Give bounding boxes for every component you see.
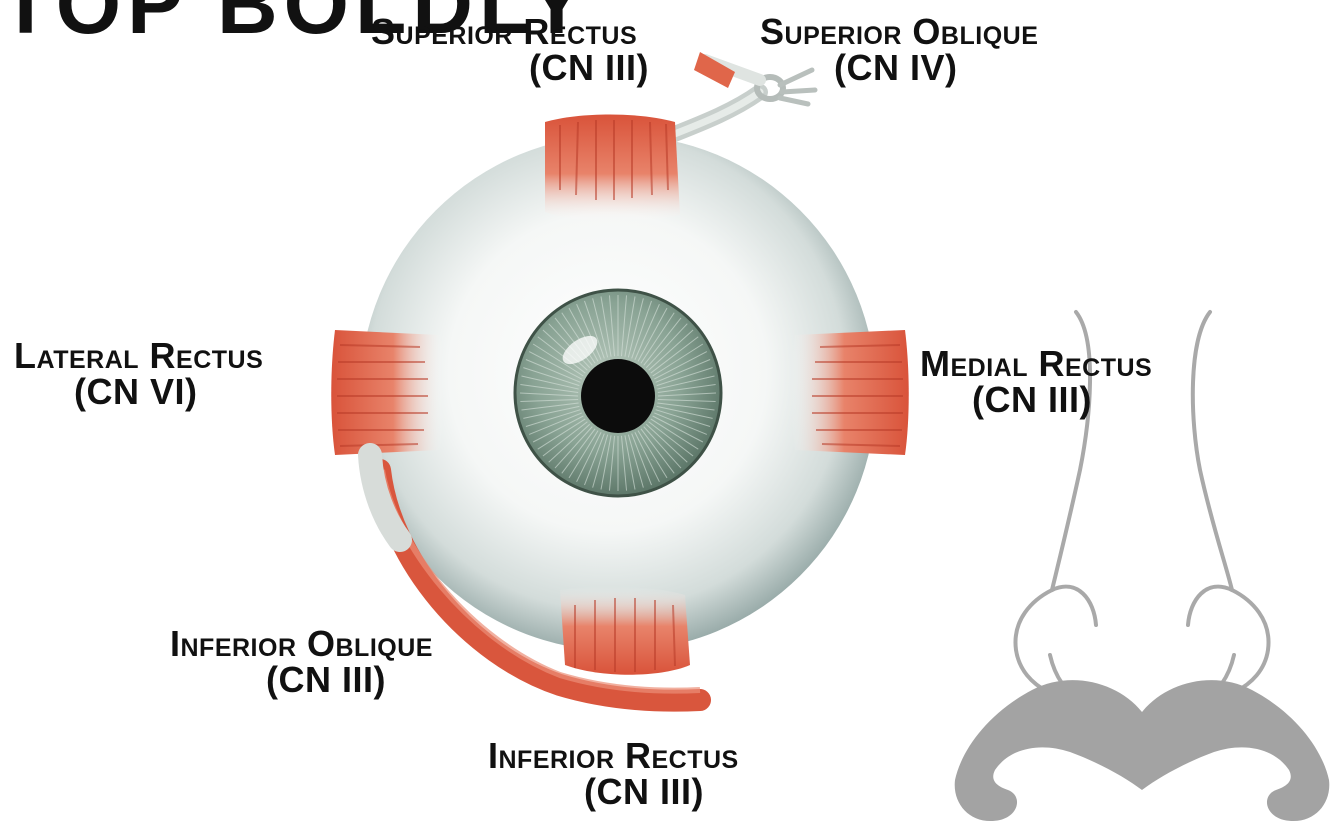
inferior-oblique-nerve: (CN III) bbox=[266, 662, 433, 698]
medial-rectus-muscle bbox=[791, 330, 909, 455]
mustache-shape bbox=[955, 680, 1330, 821]
inferior-rectus-name: Inferior Rectus bbox=[488, 738, 739, 774]
lateral-rectus-muscle bbox=[331, 330, 444, 455]
superior-rectus-nerve: (CN III) bbox=[529, 50, 649, 86]
superior-rectus-muscle bbox=[545, 115, 680, 223]
pupil bbox=[581, 359, 655, 433]
label-inferior-oblique: Inferior Oblique (CN III) bbox=[170, 626, 433, 698]
label-medial-rectus: Medial Rectus (CN III) bbox=[920, 346, 1152, 418]
superior-oblique-nerve: (CN IV) bbox=[834, 50, 1038, 86]
label-superior-rectus: Superior Rectus (CN III) bbox=[371, 14, 649, 86]
label-lateral-rectus: Lateral Rectus (CN VI) bbox=[14, 338, 263, 410]
lateral-rectus-name: Lateral Rectus bbox=[14, 338, 263, 374]
medial-rectus-nerve: (CN III) bbox=[972, 382, 1152, 418]
label-superior-oblique: Superior Oblique (CN IV) bbox=[760, 14, 1038, 86]
label-inferior-rectus: Inferior Rectus (CN III) bbox=[488, 738, 739, 810]
medial-rectus-name: Medial Rectus bbox=[920, 346, 1152, 382]
inferior-rectus-nerve: (CN III) bbox=[584, 774, 739, 810]
inferior-rectus-muscle bbox=[560, 587, 690, 675]
superior-oblique-name: Superior Oblique bbox=[760, 14, 1038, 50]
inferior-oblique-name: Inferior Oblique bbox=[170, 626, 433, 662]
superior-rectus-name: Superior Rectus bbox=[371, 14, 649, 50]
lateral-rectus-nerve: (CN VI) bbox=[74, 374, 263, 410]
